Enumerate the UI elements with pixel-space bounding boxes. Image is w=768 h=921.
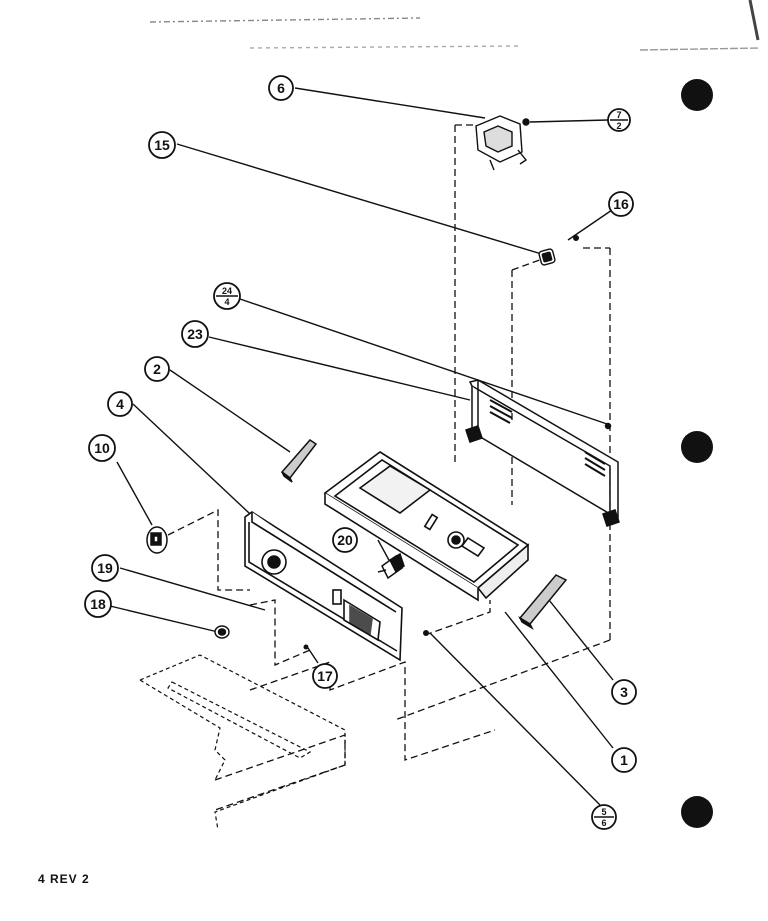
callout-circle <box>608 191 634 217</box>
callout-c3: 3 <box>611 679 637 705</box>
punch-hole-middle <box>681 431 713 463</box>
part-3-end-cap <box>518 574 568 630</box>
part-10-push-switch <box>146 526 168 554</box>
part-15-insert <box>538 248 556 266</box>
callout-circle <box>181 320 209 348</box>
callout-label: 2 <box>153 361 161 377</box>
punch-holes <box>681 79 713 828</box>
part-2-end-cap <box>280 439 318 483</box>
callout-c20: 20 <box>332 527 358 553</box>
callout-c10: 10 <box>88 434 116 462</box>
leader-lines <box>109 87 614 806</box>
callout-circle <box>312 663 338 689</box>
callout-c7-2: 72 <box>607 108 631 132</box>
part-5-screw <box>423 630 429 636</box>
callout-circle <box>332 527 358 553</box>
callout-label: 23 <box>187 326 203 342</box>
page-footer-revision: 4 REV 2 <box>38 872 90 886</box>
callout-circle <box>611 747 637 773</box>
callout-c4: 4 <box>107 391 133 417</box>
scan-artifacts <box>149 0 761 51</box>
callout-numerator: 7 <box>616 110 621 120</box>
callout-c19: 19 <box>91 554 119 582</box>
callout-numerator: 24 <box>222 286 232 296</box>
callout-circle <box>148 131 176 159</box>
callout-c24-4: 244 <box>213 282 241 310</box>
base-floor-outline <box>139 654 346 831</box>
callout-label: 17 <box>317 668 333 684</box>
part-16-screw <box>573 235 579 241</box>
callout-label: 4 <box>116 396 124 412</box>
callout-label: 18 <box>90 596 106 612</box>
callout-label: 10 <box>94 440 110 456</box>
callout-denominator: 2 <box>616 121 621 131</box>
callout-circle <box>107 391 133 417</box>
callout-c2: 2 <box>144 356 170 382</box>
callout-circle <box>611 679 637 705</box>
callout-c6: 6 <box>268 75 294 101</box>
callout-circle <box>91 554 119 582</box>
part-6-switch-assembly <box>475 115 530 171</box>
callout-label: 1 <box>620 752 628 768</box>
part-4-front-panel <box>244 511 403 662</box>
callout-circle <box>88 434 116 462</box>
callout-label: 15 <box>154 137 170 153</box>
callout-label: 16 <box>613 196 629 212</box>
callout-c15: 15 <box>148 131 176 159</box>
callout-c1: 1 <box>611 747 637 773</box>
punch-hole-top <box>681 79 713 111</box>
callout-label: 19 <box>97 560 113 576</box>
callout-label: 3 <box>620 684 628 700</box>
callout-denominator: 6 <box>601 818 606 828</box>
callout-label: 20 <box>337 532 353 548</box>
punch-hole-bottom <box>681 796 713 828</box>
part-18-knob <box>214 625 230 639</box>
part-20-selector-switch <box>377 552 405 580</box>
part-1-console <box>323 451 530 602</box>
callout-c17: 17 <box>312 663 338 689</box>
callout-c16: 16 <box>608 191 634 217</box>
callout-c18: 18 <box>84 590 112 618</box>
callout-numerator: 5 <box>601 807 606 817</box>
part-23-back-panel <box>465 379 620 527</box>
callout-label: 6 <box>277 80 285 96</box>
callout-circle <box>268 75 294 101</box>
callout-denominator: 4 <box>224 297 229 307</box>
callout-circle <box>144 356 170 382</box>
callout-c5-6: 56 <box>591 804 617 830</box>
callout-c23: 23 <box>181 320 209 348</box>
part-17-screw <box>303 644 309 650</box>
callout-circle <box>84 590 112 618</box>
